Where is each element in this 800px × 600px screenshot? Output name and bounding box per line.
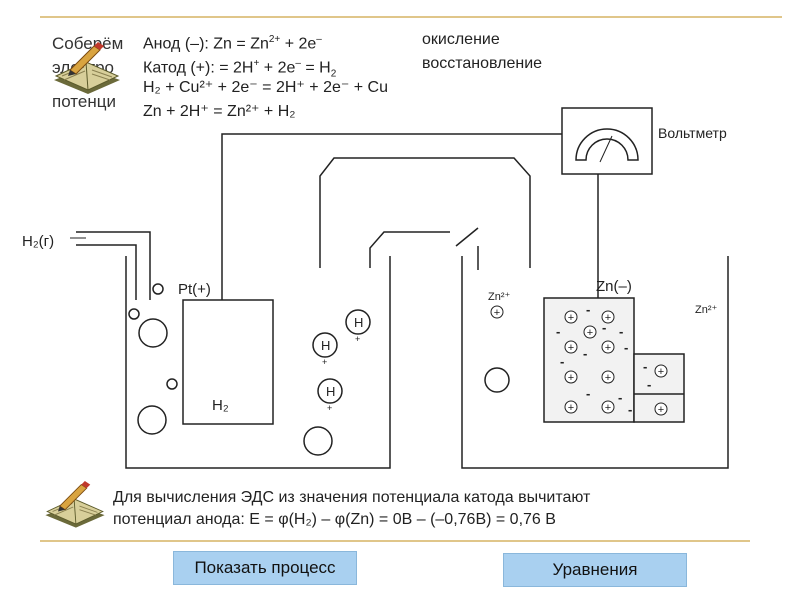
svg-text:-: - xyxy=(618,390,622,405)
svg-text:+: + xyxy=(658,366,664,378)
book-pen-icon-bottom xyxy=(45,480,105,528)
pt-electrode xyxy=(182,299,274,425)
zn-label: Zn(–) xyxy=(596,278,632,295)
pt-label: Pt(+) xyxy=(178,281,211,298)
top-rule xyxy=(40,16,782,18)
h2-gas-label: H₂(г) xyxy=(22,233,54,250)
equations-button[interactable]: Уравнения xyxy=(503,553,687,587)
footer-text-line1: Для вычисления ЭДС из значения потенциал… xyxy=(113,489,591,506)
underlying-title-line1: Соберём xyxy=(52,34,124,53)
voltmeter-box xyxy=(561,107,653,175)
svg-text:-: - xyxy=(149,428,153,440)
svg-text:+: + xyxy=(568,402,574,414)
svg-text:+: + xyxy=(605,372,611,384)
h2-tube-outer xyxy=(76,231,151,300)
show-process-button[interactable]: Показать процесс xyxy=(173,551,357,585)
right-beaker xyxy=(461,256,729,469)
left-beaker xyxy=(125,256,391,469)
salt-bridge xyxy=(319,157,531,268)
svg-text:-: - xyxy=(556,324,560,339)
svg-text:-: - xyxy=(316,449,320,461)
h-ion-1: H xyxy=(354,315,363,330)
anode-equation: Анод (–): Zn = Zn2+ + 2e– xyxy=(143,34,322,53)
h2-electrode-label: H₂ xyxy=(212,397,229,414)
svg-text:+: + xyxy=(327,403,332,413)
svg-text:-: - xyxy=(560,354,564,369)
book-pen-icon xyxy=(54,42,120,94)
voltmeter-label: Вольтметр xyxy=(658,125,727,141)
bottom-rule xyxy=(40,540,750,542)
svg-text:+: + xyxy=(568,372,574,384)
svg-text:+: + xyxy=(568,312,574,324)
footer-text-line2: потенциал анода: E = φ(H₂) – φ(Zn) = 0В … xyxy=(113,511,556,528)
zn-ion-left: Zn²⁺ xyxy=(488,291,511,303)
svg-text:+: + xyxy=(494,307,500,319)
svg-text:+: + xyxy=(605,342,611,354)
h-ion-2: H xyxy=(321,338,330,353)
underlying-title-line3: потенци xyxy=(52,92,116,111)
svg-text:+: + xyxy=(322,357,327,367)
svg-text:+: + xyxy=(605,402,611,414)
zn-ion-right: Zn²⁺ xyxy=(695,304,718,316)
h2-tube-inner xyxy=(76,244,137,300)
svg-text:-: - xyxy=(586,386,590,401)
svg-text:+: + xyxy=(658,404,664,416)
svg-text:+: + xyxy=(587,327,593,339)
svg-text:-: - xyxy=(624,340,628,355)
galvanic-cell-diagram: - - - H H H + + + ++ + ++ ++ ++ ++ + -- … xyxy=(22,107,729,469)
svg-text:-: - xyxy=(643,359,647,374)
switch-blade xyxy=(455,227,479,247)
equation-line3: H₂ + Cu²⁺ + 2e⁻ = 2H⁺ + 2e⁻ + Cu xyxy=(143,79,388,96)
svg-text:+: + xyxy=(568,342,574,354)
cathode-equation: Катод (+): = 2H+ + 2e– = H2 xyxy=(143,58,337,80)
svg-text:-: - xyxy=(647,377,651,392)
switch-left xyxy=(369,231,450,268)
zn-electrode xyxy=(543,297,635,423)
anode-label: окисление xyxy=(422,31,500,48)
equation-line4: Zn + 2H⁺ = Zn²⁺ + H₂ xyxy=(143,103,296,120)
cathode-label: восстановление xyxy=(422,55,543,72)
svg-text:-: - xyxy=(583,346,587,361)
svg-text:-: - xyxy=(150,341,154,353)
svg-text:-: - xyxy=(628,402,632,417)
svg-text:+: + xyxy=(605,312,611,324)
svg-text:-: - xyxy=(586,302,590,317)
svg-text:-: - xyxy=(602,320,606,335)
wire-pt-voltmeter xyxy=(221,133,562,300)
svg-text:-: - xyxy=(619,324,623,339)
svg-text:+: + xyxy=(355,334,360,344)
h-ion-3: H xyxy=(326,384,335,399)
